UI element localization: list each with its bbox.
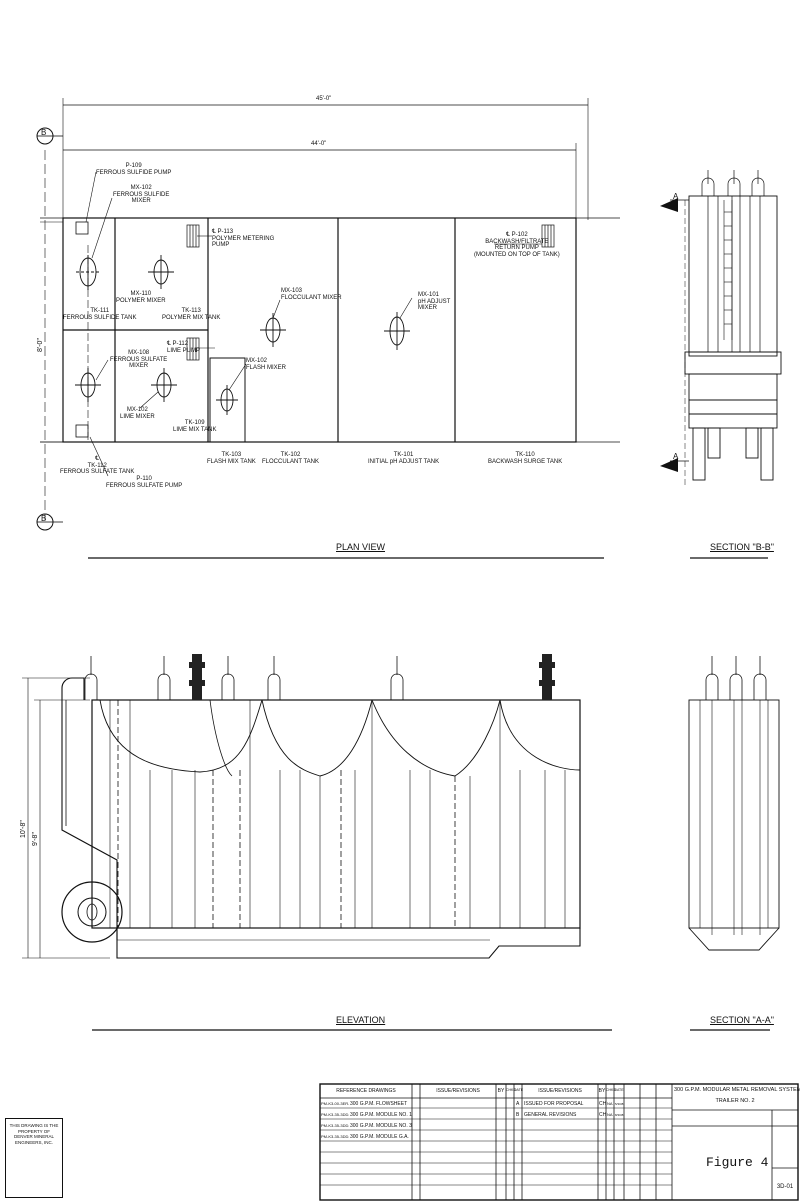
overall-height-dimension: 10'-8" bbox=[20, 820, 27, 838]
chkd-header-1: CHKD bbox=[506, 1088, 516, 1092]
ownership-stamp: THIS DRAWING IS THE PROPERTY OF DENVER M… bbox=[5, 1118, 63, 1198]
project-title: 300 G.P.M. MODULAR METAL REMOVAL SYSTEM bbox=[674, 1087, 800, 1093]
section-marker-b-top: B bbox=[41, 128, 47, 137]
label-mx108: MX-108 FERROUS SULFATE MIXER bbox=[110, 350, 168, 369]
revision-by: CH bbox=[599, 1112, 606, 1118]
section-bb-view bbox=[660, 170, 782, 559]
label-mx102-sulfide: MX-102 FERROUS SULFIDE MIXER bbox=[113, 185, 170, 204]
issue-revisions-header-1: ISSUE/REVISIONS bbox=[436, 1088, 480, 1094]
label-tk101: TK-101 INITIAL pH ADJUST TANK bbox=[368, 452, 440, 465]
sheet-number: 3D-01 bbox=[776, 1184, 794, 1190]
revision-date: 5/30/89 bbox=[615, 1102, 624, 1106]
date-header-2: DATE bbox=[614, 1088, 624, 1092]
revision-chkd: NA bbox=[607, 1101, 613, 1106]
section-aa-title: SECTION "A-A" bbox=[710, 1015, 774, 1025]
label-mx110: MX-110 POLYMER MIXER bbox=[116, 291, 166, 304]
label-tk109: TK-109 LIME MIX TANK bbox=[173, 420, 217, 433]
by-header-1: BY bbox=[497, 1088, 505, 1094]
label-tk110: TK-110 BACKWASH SURGE TANK bbox=[488, 452, 563, 465]
reference-description: 300 G.P.M. FLOWSHEET bbox=[350, 1101, 408, 1107]
section-aa-view bbox=[688, 656, 780, 1031]
reference-drawings-header: REFERENCE DRAWINGS bbox=[336, 1088, 396, 1094]
plan-view bbox=[36, 98, 620, 559]
label-tk102: TK-102 FLOCCULANT TANK bbox=[262, 452, 320, 465]
label-mx103: MX-103 FLOCCULANT MIXER bbox=[281, 288, 342, 301]
revision-mark: A bbox=[516, 1101, 520, 1107]
reference-number: PM-K3-00-3ER-01 bbox=[321, 1101, 349, 1106]
section-bb-title: SECTION "B-B" bbox=[710, 542, 774, 552]
plan-view-title: PLAN VIEW bbox=[336, 542, 386, 552]
width-dimension: 8'-0" bbox=[37, 338, 44, 352]
figure-caption: Figure 4 bbox=[706, 1155, 769, 1170]
revision-chkd: NA bbox=[607, 1112, 613, 1117]
label-tk103: TK-103 FLASH MIX TANK bbox=[207, 452, 256, 465]
section-marker-a-bottom: A bbox=[673, 452, 679, 461]
reference-description: 300 G.P.M. MODULE G.A. bbox=[350, 1134, 409, 1140]
revision-description: ISSUED FOR PROPOSAL bbox=[524, 1101, 584, 1107]
label-mx102-lime: MX-102 LIME MIXER bbox=[120, 407, 155, 420]
label-p109: P-109 FERROUS SULFIDE PUMP bbox=[96, 163, 172, 176]
reference-description: 300 G.P.M. MODULE NO. 1 bbox=[350, 1112, 412, 1118]
revision-by: CH bbox=[599, 1101, 606, 1107]
label-tk113: TK-113 POLYMER MIX TANK bbox=[162, 308, 221, 321]
label-p112: ℄ P-112 LIME PUMP bbox=[167, 341, 201, 354]
revision-mark: B bbox=[516, 1112, 520, 1118]
elevation-title: ELEVATION bbox=[336, 1015, 386, 1025]
reference-number: PM-K3-35-3DD-04 bbox=[321, 1134, 349, 1139]
reference-number: PM-K3-35-3DD-01 bbox=[321, 1112, 349, 1117]
overall-length-dimension: 45'-0" bbox=[315, 96, 333, 102]
revision-date: 8/30/89 bbox=[615, 1113, 624, 1117]
reference-description: 300 G.P.M. MODULE NO. 3 bbox=[350, 1123, 412, 1129]
project-subtitle: TRAILER NO. 2 bbox=[715, 1098, 755, 1104]
revision-description: GENERAL REVISIONS bbox=[524, 1112, 577, 1118]
label-p113: ℄ P-113 POLYMER METERING PUMP bbox=[212, 229, 275, 248]
reference-number: PM-K3-35-3DD-03 bbox=[321, 1123, 349, 1128]
label-p102: ℄ P-102 BACKWASH/FILTRATE RETURN PUMP (M… bbox=[474, 232, 560, 258]
section-marker-a-top: A bbox=[673, 192, 679, 201]
label-p110: P-110 FERROUS SULFATE PUMP bbox=[106, 476, 183, 489]
inner-length-dimension: 44'-0" bbox=[310, 141, 328, 147]
elevation-view bbox=[22, 654, 612, 1031]
label-mx102-flash: MX-102 FLASH MIXER bbox=[246, 358, 287, 371]
label-mx101: MX-101 pH ADJUST MIXER bbox=[418, 292, 451, 311]
section-marker-b-bottom: B bbox=[41, 514, 47, 523]
title-block bbox=[319, 1083, 799, 1201]
tank-height-dimension: 9'-8" bbox=[32, 832, 39, 846]
label-tk111: TK-111 FERROUS SULFIDE TANK bbox=[63, 308, 137, 321]
chkd-header-2: CHKD bbox=[606, 1088, 616, 1092]
issue-revisions-header-2: ISSUE/REVISIONS bbox=[538, 1088, 582, 1094]
date-header-1: DATE bbox=[514, 1088, 524, 1092]
label-tk112: ℄ TK-112 FERROUS SULFATE TANK bbox=[60, 456, 135, 475]
by-header-2: BY bbox=[598, 1088, 606, 1094]
